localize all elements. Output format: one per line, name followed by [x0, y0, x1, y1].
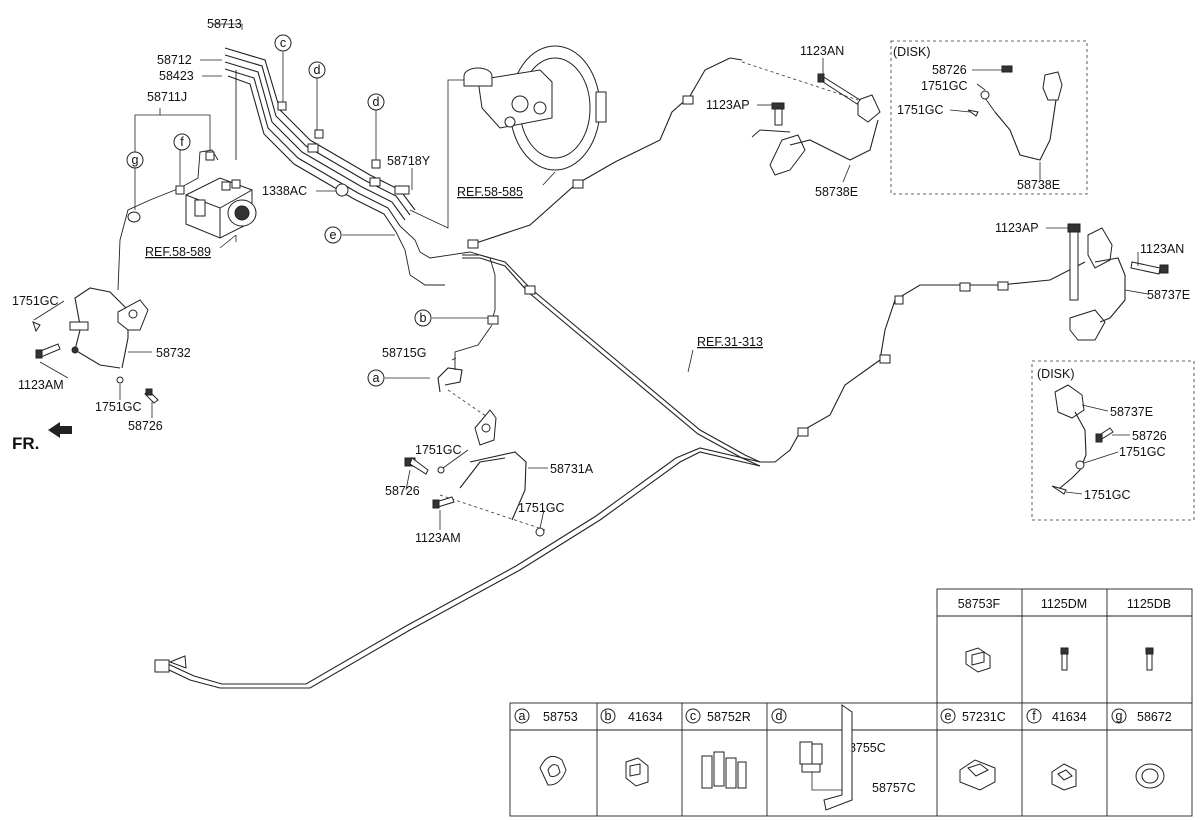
label-1123AN-2: 1123AN	[1140, 242, 1184, 256]
label-58726-2: 58726	[385, 484, 420, 498]
label-58737E-1: 58737E	[1147, 288, 1190, 302]
label-58738E-2: 58738E	[1017, 178, 1060, 192]
abs-module	[185, 177, 257, 239]
table-cell-b: b 41634	[600, 708, 663, 724]
label-58738E-1: 58738E	[815, 185, 858, 199]
label-58732: 58732	[156, 346, 191, 360]
clip-b-icon	[625, 757, 649, 787]
callout-g: g	[132, 153, 139, 167]
table-part-41634-f: 41634	[1052, 710, 1087, 724]
table-part-57231C: 57231C	[962, 710, 1006, 724]
table-letter-g: g	[1116, 709, 1123, 723]
table-cell-g: g 58672	[1111, 708, 1172, 724]
bolt-1125DB-icon	[1145, 647, 1154, 671]
parts-table-top: 58753F 1125DM 1125DB	[936, 588, 1193, 704]
clip-c-icon	[701, 751, 747, 789]
table-part-58755C: 58755C	[842, 741, 886, 755]
table-header-1125DM: 1125DM	[1041, 597, 1087, 611]
brake-booster	[463, 45, 607, 171]
table-header-58753F: 58753F	[958, 597, 1001, 611]
table-part-58752R: 58752R	[707, 710, 751, 724]
callout-f: f	[180, 135, 184, 149]
grommet-g-icon	[1135, 763, 1165, 789]
callout-b: b	[420, 311, 427, 325]
callout-circles: c d d g f e b a	[126, 34, 432, 387]
label-1751GC-8: 1751GC	[1084, 488, 1131, 502]
label-ref-31-313: REF.31-313	[697, 335, 763, 349]
label-1123AM-2: 1123AM	[415, 531, 461, 545]
label-58715G: 58715G	[382, 346, 426, 360]
label-ref-58-589: REF.58-589	[145, 245, 211, 259]
table-letter-d: d	[776, 709, 783, 723]
table-letter-f: f	[1032, 709, 1036, 723]
label-1751GC-5: 1751GC	[921, 79, 968, 93]
table-part-58753: 58753	[543, 710, 578, 724]
label-58726-3: 58726	[932, 63, 967, 77]
label-1751GC-1: 1751GC	[12, 294, 59, 308]
front-left-bracket	[69, 299, 149, 354]
label-58718Y: 58718Y	[387, 154, 431, 168]
table-header-1125DB: 1125DB	[1127, 597, 1171, 611]
label-58713: 58713	[207, 17, 242, 31]
right-front-bracket	[741, 61, 881, 176]
label-58726-4: 58726	[1132, 429, 1167, 443]
disk-box-1	[890, 40, 1088, 195]
label-disk-1: (DISK)	[893, 45, 931, 59]
label-1338AC: 1338AC	[262, 184, 307, 198]
clip-a-icon	[539, 755, 567, 786]
table-letter-a: a	[519, 709, 526, 723]
bolt-1125DM-icon	[1060, 647, 1069, 671]
front-arrow-icon	[48, 422, 72, 438]
table-cell-c: c 58752R	[685, 708, 751, 724]
brake-lines	[74, 47, 1086, 689]
label-1751GC-4: 1751GC	[518, 501, 565, 515]
callout-d-2: d	[373, 95, 380, 109]
table-letter-e: e	[945, 709, 952, 723]
rear-left-bracket	[404, 409, 545, 537]
table-cell-d: d 58755C 58757C	[771, 708, 916, 795]
table-letter-b: b	[605, 709, 612, 723]
label-1751GC-7: 1751GC	[1119, 445, 1166, 459]
clip-58753F-icon	[965, 647, 991, 673]
label-58712: 58712	[157, 53, 192, 67]
label-1751GC-6: 1751GC	[897, 103, 944, 117]
table-part-41634-b: 41634	[628, 710, 663, 724]
clip-f-icon	[1051, 763, 1077, 791]
label-1123AM-1: 1123AM	[18, 378, 64, 392]
label-1123AN-1: 1123AN	[800, 44, 844, 58]
label-disk-2: (DISK)	[1037, 367, 1075, 381]
label-58737E-2: 58737E	[1110, 405, 1153, 419]
front-left-fasteners	[32, 321, 159, 404]
callout-c: c	[280, 36, 286, 50]
label-58423: 58423	[159, 69, 194, 83]
label-58726-1: 58726	[128, 419, 163, 433]
clip-e-icon	[959, 759, 996, 791]
leader-lines	[33, 23, 1149, 530]
label-1123AP-2: 1123AP	[995, 221, 1039, 235]
label-58731A: 58731A	[550, 462, 594, 476]
table-cell-a: a 58753	[514, 708, 578, 724]
table-letter-c: c	[690, 709, 696, 723]
disk-box-2	[1031, 360, 1195, 521]
callout-d-1: d	[314, 63, 321, 77]
label-1751GC-2: 1751GC	[95, 400, 142, 414]
label-58711J: 58711J	[147, 90, 187, 104]
part-labels: 58713 58712 58423 58711J 1338AC 58718Y R…	[12, 17, 1190, 545]
label-ref-58-585: REF.58-585	[457, 185, 523, 199]
callout-e: e	[330, 228, 337, 242]
table-part-58757C: 58757C	[872, 781, 916, 795]
clip-d-icon	[799, 704, 853, 811]
line-clips	[127, 95, 1009, 673]
table-cell-e: e 57231C	[940, 708, 1006, 724]
table-part-58672: 58672	[1137, 710, 1172, 724]
label-1751GC-3: 1751GC	[415, 443, 462, 457]
parts-table-bottom: a 58753 b 41634 c 58752R d 58755C 58757C…	[509, 702, 1193, 817]
label-1123AP-1: 1123AP	[706, 98, 750, 112]
callout-a: a	[373, 371, 380, 385]
table-cell-f: f 41634	[1026, 708, 1087, 724]
label-fr: FR.	[12, 434, 39, 453]
